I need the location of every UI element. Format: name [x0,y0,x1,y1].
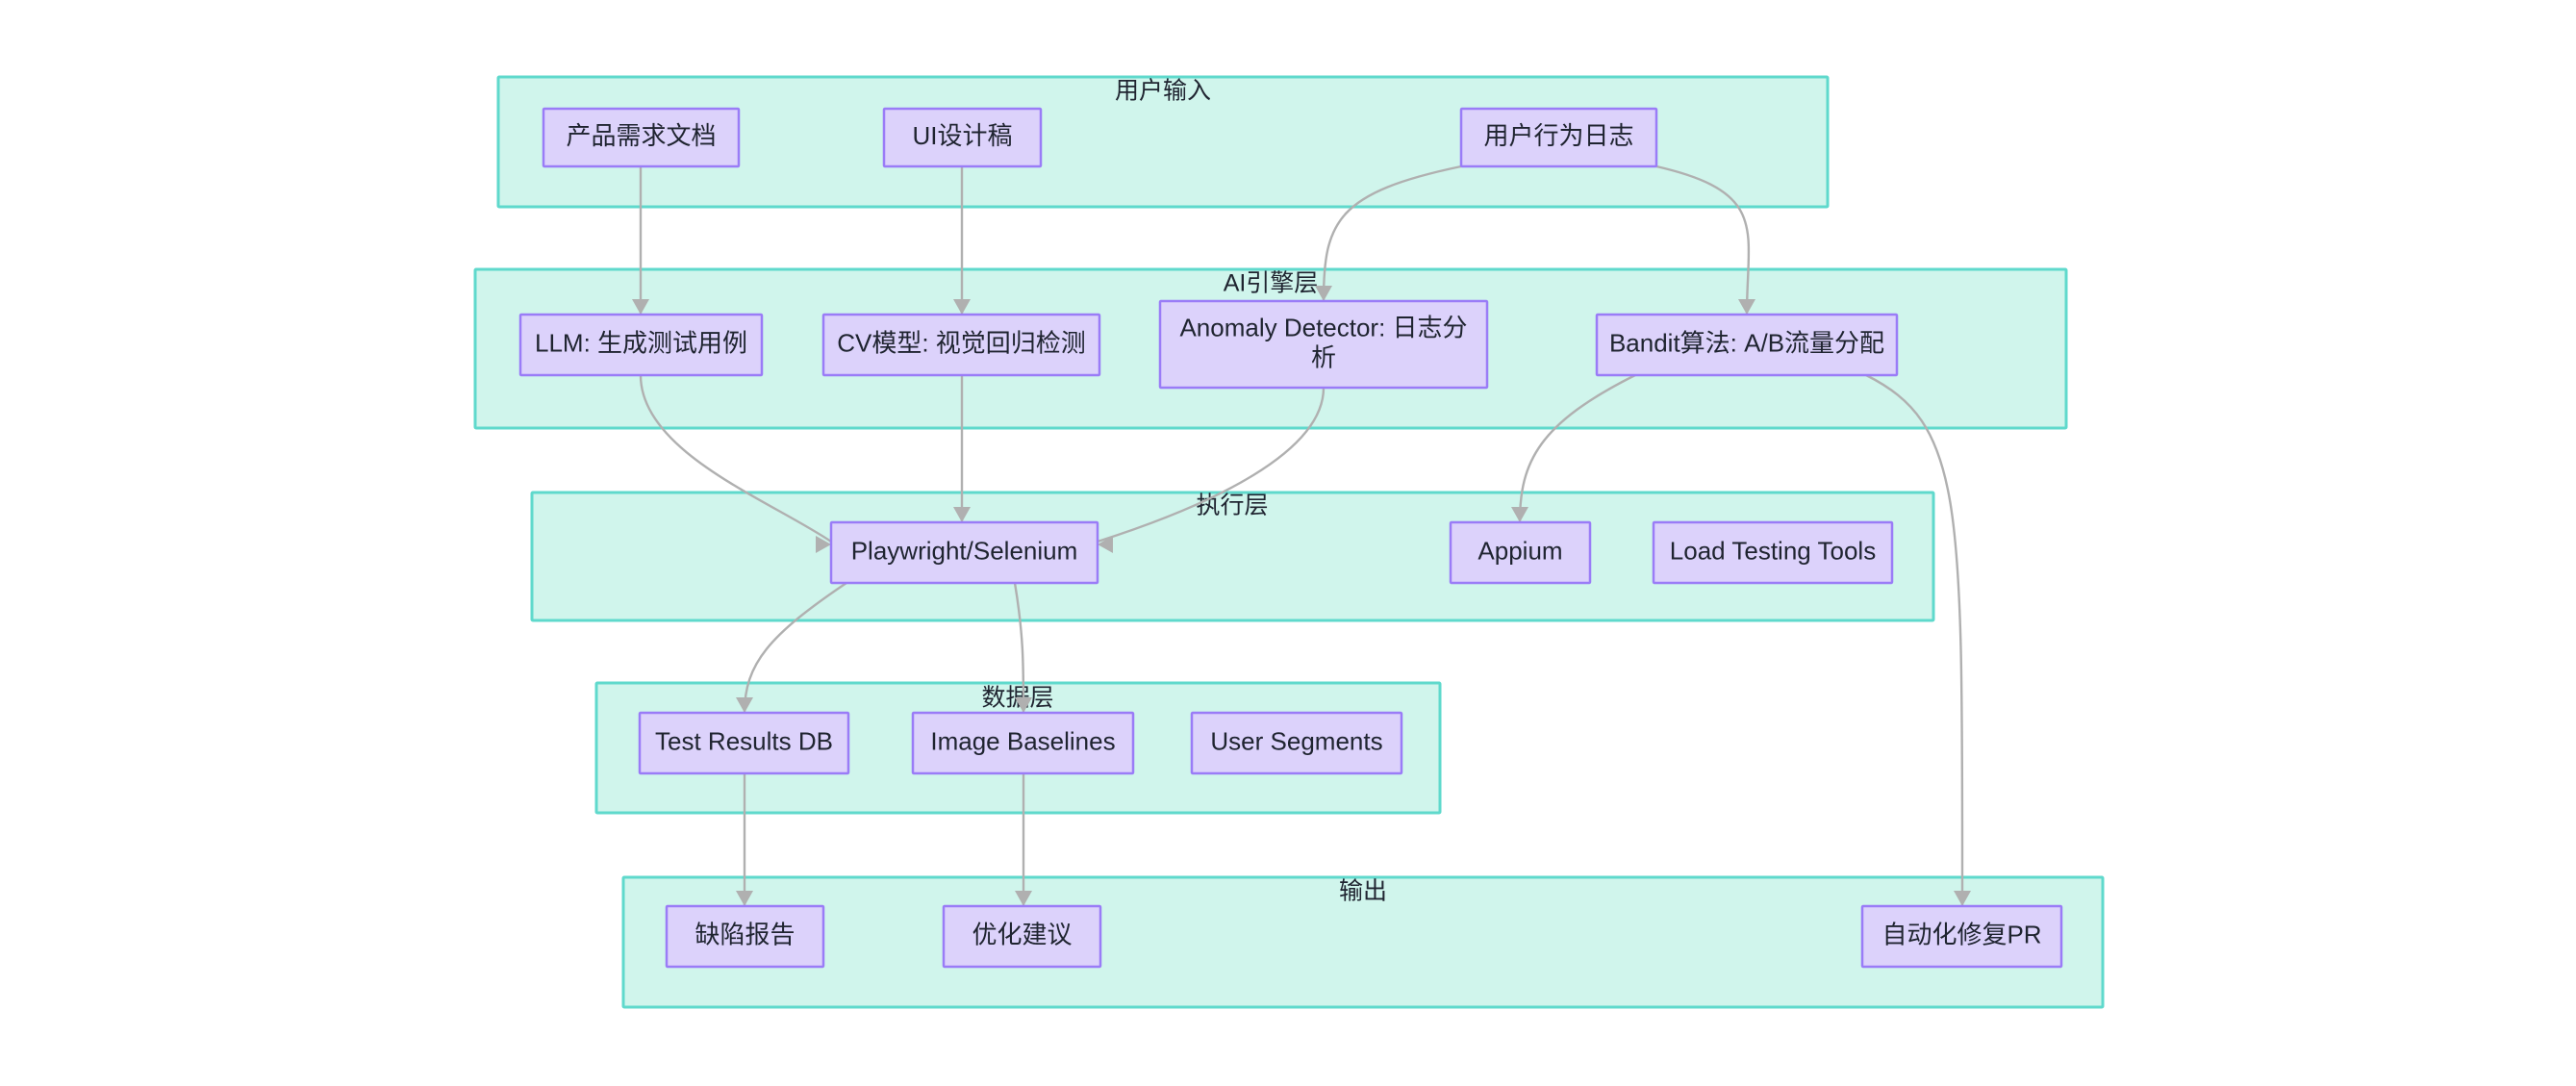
node-segments[interactable]: User Segments [1190,711,1403,775]
node-optimize[interactable]: 优化建议 [942,904,1102,969]
edge-line [743,582,847,714]
edge-arrowhead-icon [1098,536,1113,553]
node-box-appium[interactable] [1449,520,1592,585]
node-label-auto-pr: 自动化修复PR [1881,920,2041,948]
node-bug-report[interactable]: 缺陷报告 [665,904,825,969]
node-box-prd[interactable] [542,107,741,168]
edge-line [1655,164,1751,316]
node-cv-model[interactable]: CV模型: 视觉回归检测 [821,313,1101,377]
node-label-segments: User Segments [1210,726,1382,755]
edge-arrowhead-icon [816,536,831,553]
edge-arrowhead-icon [953,507,971,522]
edge-cv-model-to-playwright [953,375,971,522]
edge-arrowhead-icon [953,299,971,315]
edge-arrowhead-icon [1738,299,1755,315]
node-box-cv-model[interactable] [821,313,1101,377]
node-label-appium: Appium [1477,536,1562,565]
node-label-cv-model: CV模型: 视觉回归检测 [837,328,1086,357]
node-appium[interactable]: Appium [1449,520,1592,585]
edge-arrowhead-icon [1954,891,1971,906]
node-box-ui-design[interactable] [882,107,1043,168]
node-auto-pr[interactable]: 自动化修复PR [1860,904,2063,969]
edge-line [1322,164,1462,302]
edges-layer [632,164,1971,906]
node-label-bug-report: 缺陷报告 [695,920,795,948]
node-label-llm: LLM: 生成测试用例 [535,328,747,357]
node-baselines[interactable]: Image Baselines [911,711,1135,775]
node-box-bandit[interactable] [1595,313,1899,377]
edge-arrowhead-icon [1315,286,1332,301]
cluster-label-ai-engine: AI引擎层 [1224,270,1319,297]
cluster-label-user-input: 用户输入 [1115,78,1211,105]
node-label-playwright: Playwright/Selenium [851,536,1078,565]
node-box-load-tools[interactable] [1652,520,1894,585]
edge-arrowhead-icon [1015,891,1032,906]
edge-arrowhead-icon [1511,507,1528,522]
node-box-auto-pr[interactable] [1860,904,2063,969]
node-playwright[interactable]: Playwright/Selenium [829,520,1099,585]
node-box-playwright[interactable] [829,520,1099,585]
cluster-label-execution: 执行层 [1196,492,1268,519]
node-label-baselines: Image Baselines [930,726,1115,755]
node-box-segments[interactable] [1190,711,1403,775]
node-label-ui-design: UI设计稿 [912,121,1012,150]
edge-arrowhead-icon [736,891,753,906]
node-anomaly[interactable]: Anomaly Detector: 日志分析 [1158,299,1489,390]
node-label-prd: 产品需求文档 [566,121,716,150]
edge-arrowhead-icon [736,697,753,713]
edge-ui-design-to-cv-model [953,166,971,315]
node-results-db[interactable]: Test Results DB [638,711,850,775]
edge-arrowhead-icon [1015,697,1032,713]
edge-bandit-to-appium [1511,373,1636,523]
edge-line [1865,373,1964,906]
edge-playwright-to-baselines [1013,582,1032,714]
node-box-user-logs[interactable] [1459,107,1658,168]
node-box-baselines[interactable] [911,711,1135,775]
edge-bandit-to-auto-pr [1865,373,1971,906]
edge-anomaly-to-playwright [1097,387,1326,553]
node-label-results-db: Test Results DB [655,726,833,755]
edge-user-logs-to-bandit [1655,164,1755,316]
edge-line [639,374,832,543]
node-label-load-tools: Load Testing Tools [1670,536,1876,565]
edge-baselines-to-optimize [1015,773,1032,906]
edge-playwright-to-results-db [736,582,847,714]
node-box-bug-report[interactable] [665,904,825,969]
nodes-layer: 产品需求文档 UI设计稿 用户行为日志 LLM: 生成测试用例 CV模型: 视觉回归检测… [518,107,2063,969]
edge-llm-to-playwright [639,374,832,553]
node-llm[interactable]: LLM: 生成测试用例 [518,313,764,377]
node-box-anomaly[interactable] [1158,299,1489,390]
edge-line [1013,582,1025,714]
edge-user-logs-to-anomaly [1315,164,1462,302]
edge-results-db-to-bug-report [736,773,753,906]
node-box-llm[interactable] [518,313,764,377]
node-box-results-db[interactable] [638,711,850,775]
node-prd[interactable]: 产品需求文档 [542,107,741,168]
edge-prd-to-llm [632,166,649,315]
cluster-label-output: 输出 [1339,878,1387,905]
node-ui-design[interactable]: UI设计稿 [882,107,1043,168]
node-box-optimize[interactable] [942,904,1102,969]
edge-line [1097,387,1326,543]
node-label-user-logs: 用户行为日志 [1483,121,1633,150]
node-load-tools[interactable]: Load Testing Tools [1652,520,1894,585]
node-label-anomaly: Anomaly Detector: 日志分析 [1179,313,1467,371]
edge-arrowhead-icon [632,299,649,315]
edge-line [1518,373,1636,523]
node-label-optimize: 优化建议 [972,920,1072,948]
node-bandit[interactable]: Bandit算法: A/B流量分配 [1595,313,1899,377]
node-user-logs[interactable]: 用户行为日志 [1459,107,1658,168]
node-label-bandit: Bandit算法: A/B流量分配 [1609,328,1884,357]
